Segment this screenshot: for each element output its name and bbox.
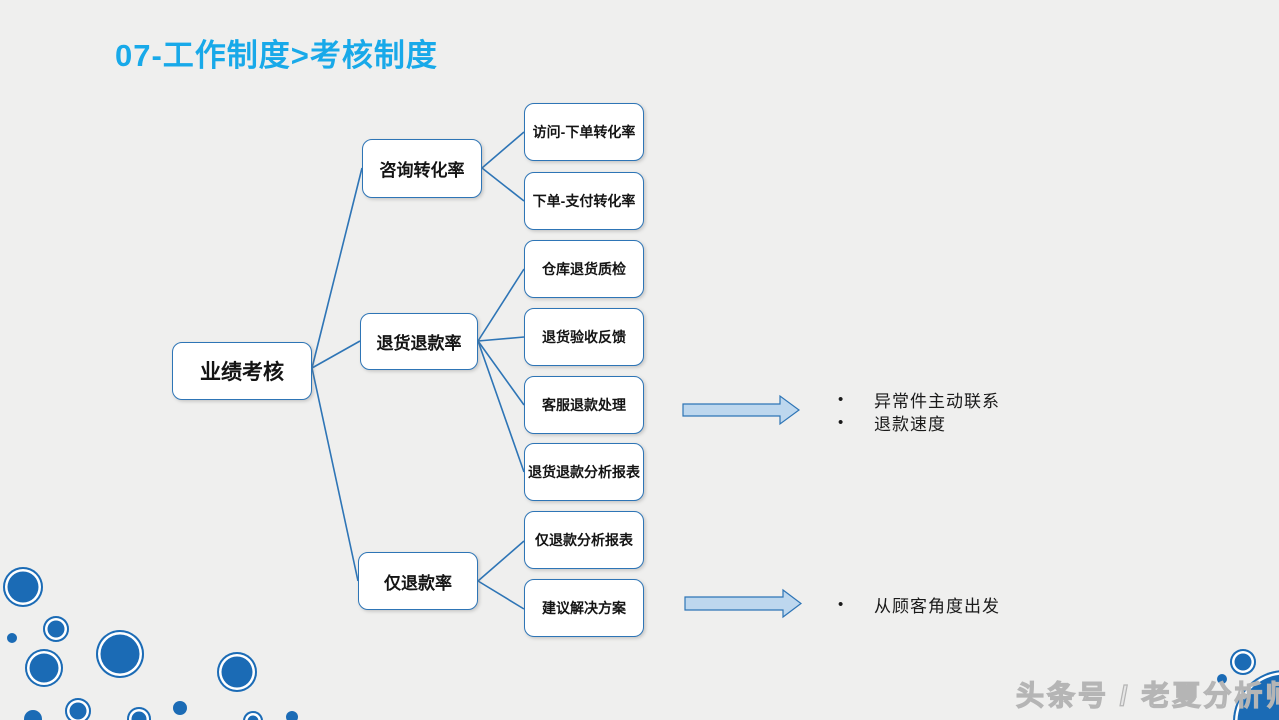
node-refund-only-rate: 仅退款率 — [358, 552, 478, 610]
decor-circle — [286, 711, 298, 720]
node-refund-only-report: 仅退款分析报表 — [524, 511, 644, 569]
node-consult-conversion-rate: 咨询转化率 — [362, 139, 482, 198]
decor-circle — [25, 649, 63, 687]
right-arrow-icon — [684, 588, 802, 619]
right-arrow-icon — [682, 394, 801, 426]
watermark: 头条号 / 老夏分析师 — [1015, 679, 1279, 711]
decor-circle — [3, 567, 43, 607]
node-order-payment-conversion: 下单-支付转化率 — [524, 172, 644, 230]
decor-circle — [243, 711, 263, 720]
list-item: • 退款速度 — [838, 414, 946, 434]
bullet-list-refund-notes: • 异常件主动联系 • 退款速度 — [838, 388, 1000, 434]
decor-circle — [7, 633, 17, 643]
bullet-list-customer-notes: • 从顾客角度出发 — [838, 593, 1000, 616]
list-item: • 异常件主动联系 — [838, 391, 1000, 411]
decor-circle — [127, 707, 151, 720]
node-return-refund-report: 退货退款分析报表 — [524, 443, 644, 501]
bullet-icon: • — [838, 414, 844, 431]
decor-circle — [1230, 649, 1256, 675]
node-suggested-solutions: 建议解决方案 — [524, 579, 644, 637]
decor-circle — [173, 701, 187, 715]
decor-circle — [1217, 674, 1227, 684]
node-return-refund-rate: 退货退款率 — [360, 313, 478, 370]
decor-circle — [96, 630, 144, 678]
decor-circle — [217, 652, 257, 692]
node-return-acceptance-feedback: 退货验收反馈 — [524, 308, 644, 366]
decor-circle — [43, 616, 69, 642]
node-visit-order-conversion: 访问-下单转化率 — [524, 103, 644, 161]
bullet-icon: • — [838, 596, 844, 613]
decor-circle — [24, 710, 42, 720]
bullet-icon: • — [838, 391, 844, 408]
list-item: • 从顾客角度出发 — [838, 596, 1000, 616]
node-warehouse-return-qc: 仓库退货质检 — [524, 240, 644, 298]
node-cs-refund-handling: 客服退款处理 — [524, 376, 644, 434]
page-title: 07-工作制度>考核制度 — [115, 38, 438, 73]
decor-circle — [65, 698, 91, 720]
node-performance-assessment: 业绩考核 — [172, 342, 312, 400]
